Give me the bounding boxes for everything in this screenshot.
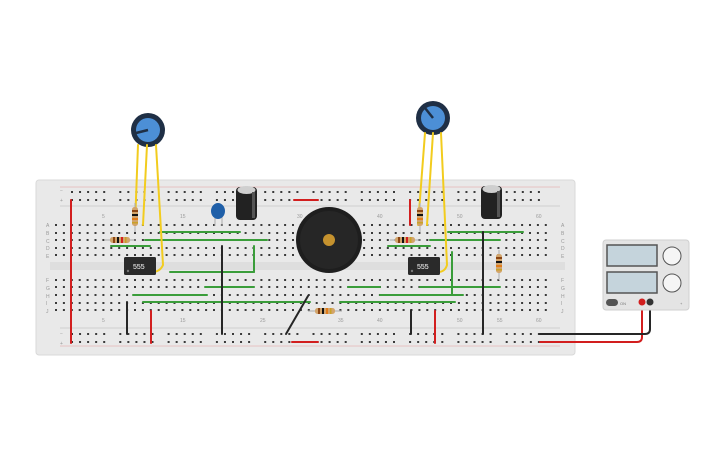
column-number: 50 xyxy=(457,318,463,324)
power-toggle[interactable] xyxy=(606,299,618,306)
wire-yellow[interactable] xyxy=(142,144,148,226)
row-letter: I xyxy=(46,301,47,307)
column-number: 5 xyxy=(102,318,105,324)
resistor-vertical-left[interactable] xyxy=(132,203,138,232)
current-display xyxy=(606,271,658,294)
power-supply[interactable]: ON + xyxy=(602,239,690,311)
column-number: 30 xyxy=(297,214,303,220)
ic-555-left-label: 555 xyxy=(133,264,145,271)
potentiometer-left[interactable] xyxy=(131,113,165,147)
row-letter: G xyxy=(561,286,565,292)
piezo-buzzer[interactable] xyxy=(296,207,362,273)
black-wires[interactable] xyxy=(126,231,651,335)
wire-red-to-supply[interactable] xyxy=(539,301,643,343)
resistor-vertical-far-right[interactable] xyxy=(496,250,502,280)
column-number: 50 xyxy=(457,214,463,220)
resistor-horizontal-right[interactable] xyxy=(390,237,420,243)
rail-plus-label: + xyxy=(60,198,63,204)
resistor-bottom-center[interactable] xyxy=(308,308,342,314)
green-wires[interactable] xyxy=(110,231,524,303)
row-letter: F xyxy=(561,278,564,284)
red-wires[interactable] xyxy=(70,199,643,344)
column-number: 40 xyxy=(377,318,383,324)
column-number: 5 xyxy=(102,214,105,220)
column-number: 15 xyxy=(180,214,186,220)
terminal-plus-label: + xyxy=(680,301,683,306)
row-letter: A xyxy=(561,223,565,229)
row-letter: H xyxy=(46,294,50,300)
terminal-positive[interactable] xyxy=(638,298,646,306)
potentiometer-right[interactable] xyxy=(416,101,450,135)
terminal-negative[interactable] xyxy=(646,298,654,306)
rail-minus-label: − xyxy=(60,188,63,194)
wire-black[interactable] xyxy=(285,295,309,335)
breadboard[interactable] xyxy=(35,179,576,356)
row-letter: C xyxy=(46,239,50,245)
row-letter: I xyxy=(561,301,562,307)
ceramic-capacitor[interactable] xyxy=(211,203,225,226)
electrolytic-capacitor-left[interactable] xyxy=(236,186,257,220)
column-number: 35 xyxy=(338,318,344,324)
column-number: 25 xyxy=(260,318,266,324)
resistor-horizontal-left[interactable] xyxy=(104,237,136,243)
rail-minus-label-bottom: − xyxy=(60,331,63,337)
resistor-vertical-right[interactable] xyxy=(417,203,423,232)
column-number: 55 xyxy=(497,318,503,324)
row-letter: F xyxy=(46,278,49,284)
voltage-display xyxy=(606,244,658,267)
row-letter: J xyxy=(561,309,564,315)
wire-black-to-supply[interactable] xyxy=(539,301,651,335)
row-letter: B xyxy=(46,231,50,237)
column-number: 60 xyxy=(536,318,542,324)
voltage-knob[interactable] xyxy=(662,246,682,266)
wire-yellow[interactable] xyxy=(426,132,434,226)
column-numbers-bottom: 5 15 25 35 40 50 55 60 xyxy=(102,318,542,324)
row-letters-right: A B C D E F G H I J xyxy=(561,223,565,315)
row-letter: H xyxy=(561,294,565,300)
rail-plus-label-bottom: + xyxy=(60,341,63,347)
ic-555-right-label: 555 xyxy=(417,264,429,271)
row-letter: D xyxy=(561,246,565,252)
electrolytic-capacitor-right[interactable] xyxy=(481,185,502,219)
row-letter: A xyxy=(46,223,50,229)
column-number: 60 xyxy=(536,214,542,220)
row-letter: J xyxy=(46,309,49,315)
row-letter: D xyxy=(46,246,50,252)
row-letter: E xyxy=(46,254,50,260)
power-toggle-label: ON xyxy=(620,301,626,306)
column-number: 15 xyxy=(180,318,186,324)
column-number: 40 xyxy=(377,214,383,220)
row-letter: C xyxy=(561,239,565,245)
ic-555-right[interactable]: 555 xyxy=(408,257,440,275)
row-letter: E xyxy=(561,254,565,260)
row-letter: G xyxy=(46,286,50,292)
current-knob[interactable] xyxy=(662,273,682,293)
row-letters-left: A B C D E F G H I J xyxy=(46,223,50,315)
row-letter: B xyxy=(561,231,565,237)
ic-555-left[interactable]: 555 xyxy=(124,257,156,275)
column-numbers-top: 5 15 30 40 50 60 xyxy=(102,214,542,220)
